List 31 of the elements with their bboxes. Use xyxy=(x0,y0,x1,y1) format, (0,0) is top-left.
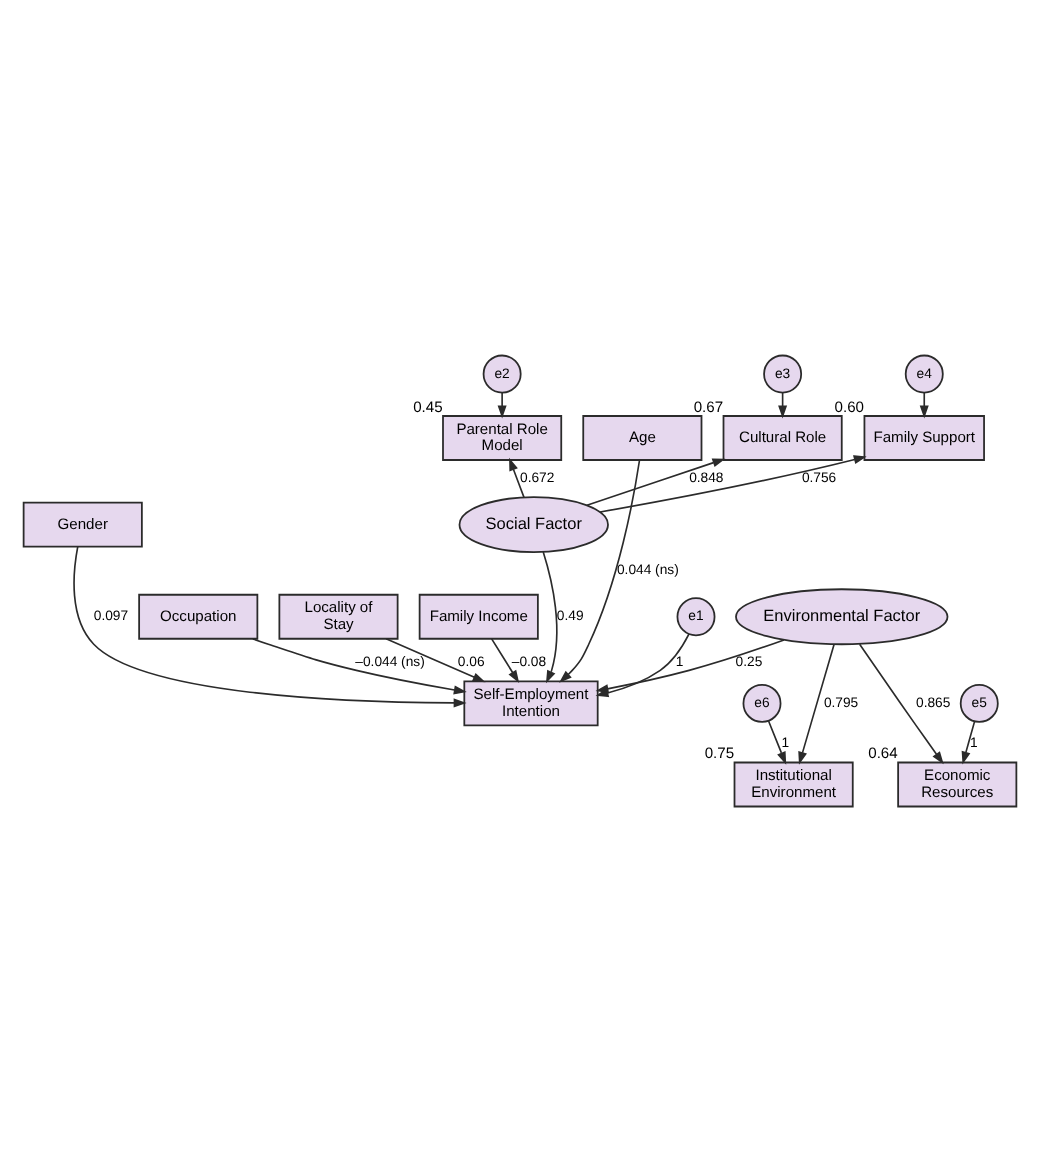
arrow xyxy=(490,638,520,684)
node-box: Parental Role Model xyxy=(442,415,563,461)
node-label: 0.45 xyxy=(413,397,443,416)
arrow xyxy=(586,458,726,507)
arrow xyxy=(385,638,486,683)
arrow xyxy=(73,545,467,708)
arrow xyxy=(497,391,507,419)
arrow xyxy=(798,643,835,765)
node-label: 0.75 xyxy=(704,744,735,763)
node-label: 0.60 xyxy=(834,397,865,416)
node-box: Family Support xyxy=(863,415,985,461)
node-box: Age xyxy=(582,415,703,461)
arrow xyxy=(542,551,558,684)
node-label: 0.64 xyxy=(868,744,898,763)
node-box: Self-Employment Intention xyxy=(463,680,599,727)
arrow xyxy=(599,455,867,513)
node-box: Economic Resources xyxy=(897,761,1018,808)
node-box: Institutional Environment xyxy=(733,761,854,808)
arrow xyxy=(767,720,787,765)
node-box: Cultural Role xyxy=(722,415,843,461)
node-box: Family Income xyxy=(418,593,539,640)
arrow xyxy=(858,643,944,765)
node-box: Occupation xyxy=(138,593,259,640)
node-label: 0.67 xyxy=(693,397,724,416)
arrow xyxy=(559,459,641,683)
node-box: Gender xyxy=(22,501,143,548)
arrow xyxy=(961,720,976,765)
arrow xyxy=(919,391,929,419)
node-box: Locality of Stay xyxy=(278,593,399,640)
arrow xyxy=(252,638,467,695)
arrow xyxy=(509,457,525,499)
